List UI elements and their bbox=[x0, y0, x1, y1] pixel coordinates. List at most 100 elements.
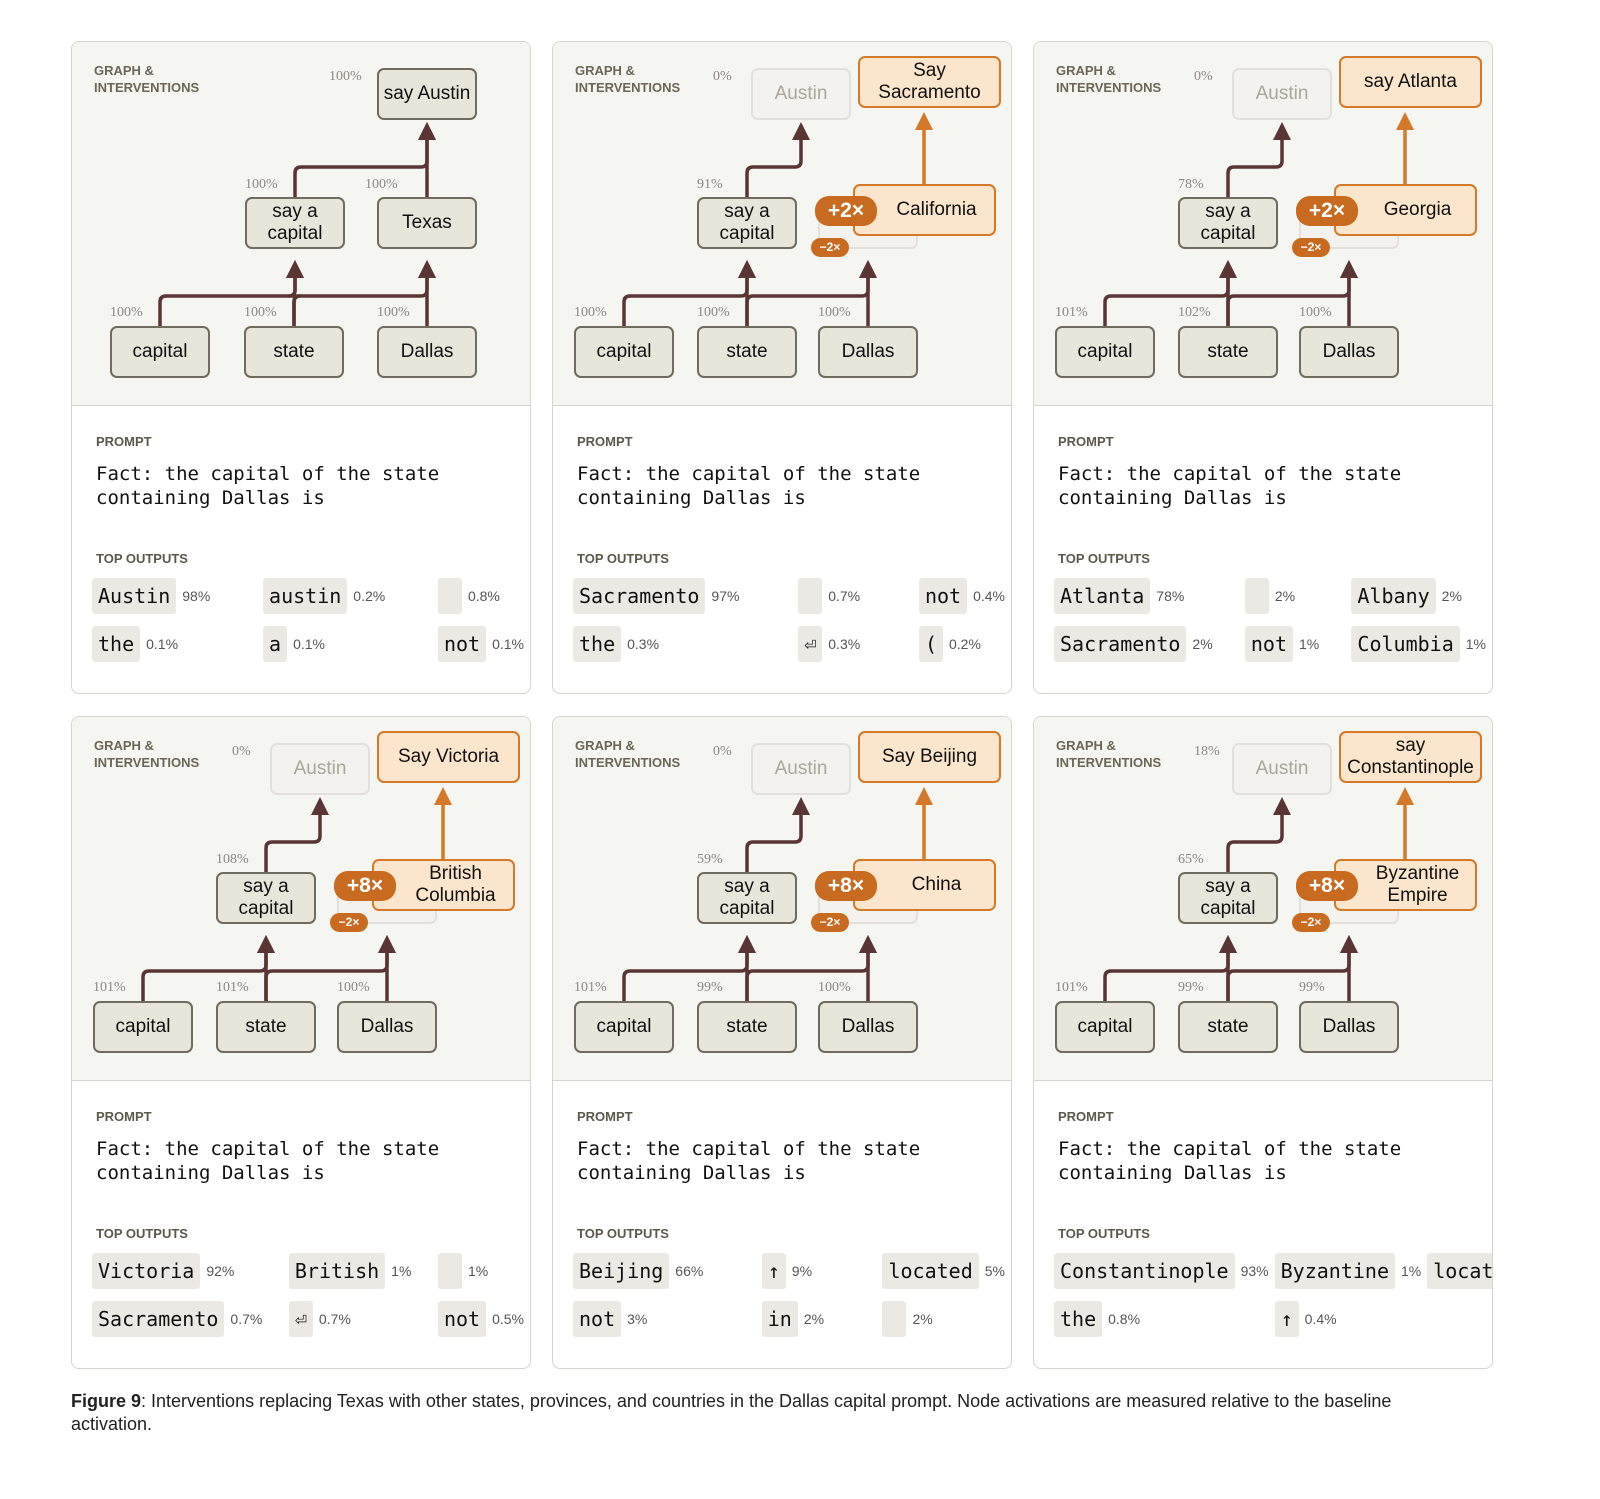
output-probability: 9% bbox=[791, 1263, 813, 1279]
output-probability: 66% bbox=[675, 1263, 704, 1279]
output-probability: 2% bbox=[1192, 636, 1213, 652]
edges bbox=[622, 112, 933, 326]
output-token: Sacramento bbox=[1054, 626, 1187, 662]
say-a-capital-pct: 78% bbox=[1178, 177, 1204, 192]
output-token: Austin bbox=[92, 578, 177, 614]
prompt-text: Fact: the capital of the state containin… bbox=[1058, 463, 1402, 509]
mid-node-pct: 100% bbox=[365, 177, 398, 192]
top-outputs-label: TOP OUTPUTS bbox=[96, 551, 188, 566]
figure-caption: Figure 9: Interventions replacing Texas … bbox=[71, 1390, 1471, 1436]
prompt-label: PROMPT bbox=[1058, 1109, 1114, 1124]
output-token: Albany bbox=[1351, 578, 1436, 614]
output-probability: 0.1% bbox=[293, 636, 325, 652]
edges bbox=[141, 787, 452, 1001]
arrowhead-icon bbox=[1396, 787, 1414, 805]
say-a-capital-pct: 108% bbox=[216, 852, 249, 867]
arrowhead-icon bbox=[1396, 112, 1414, 130]
output-item: 0.8% bbox=[437, 578, 524, 614]
output-probability: 0.1% bbox=[492, 636, 524, 652]
input-node-pct: 101% bbox=[93, 980, 126, 995]
output-token: not bbox=[918, 578, 968, 614]
output-probability: 0.1% bbox=[146, 636, 179, 652]
output-item: Columbia 1% bbox=[1351, 626, 1486, 662]
input-node-pct: 99% bbox=[1178, 980, 1204, 995]
output-probability: 3% bbox=[627, 1311, 648, 1327]
top-node-intervened: Say Victoria bbox=[377, 731, 520, 783]
prompt-label: PROMPT bbox=[96, 434, 152, 449]
edges bbox=[622, 787, 933, 1001]
suppress-badge: −2× bbox=[811, 238, 849, 257]
arrowhead-icon bbox=[418, 260, 436, 278]
input-node-state: state bbox=[244, 326, 344, 378]
output-item: ⏎0.3% bbox=[798, 626, 860, 662]
arrowhead-icon bbox=[915, 112, 933, 130]
arrowhead-icon bbox=[792, 122, 810, 140]
input-node-pct: 100% bbox=[818, 305, 851, 320]
output-item: the 0.8% bbox=[1054, 1301, 1269, 1337]
prompt-text: Fact: the capital of the state containin… bbox=[577, 1138, 921, 1184]
arrowhead-icon bbox=[859, 935, 877, 953]
top-node-intervened: say Constantinople bbox=[1339, 731, 1482, 783]
top-node: say Austin bbox=[377, 68, 477, 120]
output-token: Columbia bbox=[1351, 626, 1460, 662]
input-node-capital: capital bbox=[93, 1001, 193, 1053]
output-probability: 2% bbox=[803, 1311, 825, 1327]
output-token: Sacramento bbox=[92, 1301, 225, 1337]
input-node-state: state bbox=[1178, 1001, 1278, 1053]
input-node-pct: 99% bbox=[697, 980, 723, 995]
input-node-capital: capital bbox=[110, 326, 210, 378]
top-node-intervened: Say Sacramento bbox=[858, 56, 1001, 108]
top-outputs: Constantinople93%Byzantine1%located1%the… bbox=[1054, 1253, 1492, 1337]
output-token: British bbox=[288, 1253, 386, 1289]
output-probability: 0.8% bbox=[1108, 1311, 1141, 1327]
output-token: ⏎ bbox=[798, 626, 823, 662]
output-probability: 0.3% bbox=[627, 636, 660, 652]
output-item: 2% bbox=[1244, 578, 1319, 614]
output-token: in bbox=[761, 1301, 798, 1337]
input-node-capital: capital bbox=[1055, 1001, 1155, 1053]
output-token bbox=[882, 1301, 907, 1337]
say-a-capital-pct: 91% bbox=[697, 177, 723, 192]
output-token: ↑ bbox=[761, 1253, 786, 1289]
output-token: not bbox=[1244, 626, 1293, 662]
say-a-capital-node: say a capital bbox=[216, 872, 316, 924]
say-a-capital-node: say a capital bbox=[1178, 197, 1278, 249]
arrowhead-icon bbox=[378, 935, 396, 953]
say-a-capital-pct: 59% bbox=[697, 852, 723, 867]
edge-capital-to-say-a-capital bbox=[1103, 949, 1230, 1001]
edges bbox=[158, 122, 436, 326]
output-item: (0.2% bbox=[918, 626, 1005, 662]
output-token: the bbox=[1054, 1301, 1103, 1337]
edges bbox=[1103, 787, 1414, 1001]
top-node-intervened: Say Beijing bbox=[858, 731, 1001, 783]
say-a-capital-node: say a capital bbox=[245, 197, 345, 249]
edge-capital-to-say-a-capital bbox=[622, 949, 749, 1001]
arrowhead-icon bbox=[1273, 122, 1291, 140]
edge-say-a-capital-to-top bbox=[1226, 136, 1284, 197]
prompt-label: PROMPT bbox=[96, 1109, 152, 1124]
top-outputs-label: TOP OUTPUTS bbox=[577, 551, 669, 566]
output-probability: 5% bbox=[984, 1263, 1005, 1279]
input-node-pct: 100% bbox=[244, 305, 277, 320]
top-outputs-label: TOP OUTPUTS bbox=[1058, 1226, 1150, 1241]
graph-label: GRAPH & INTERVENTIONS bbox=[1056, 63, 1162, 95]
input-node-pct: 102% bbox=[1178, 305, 1211, 320]
input-node-state: state bbox=[1178, 326, 1278, 378]
top-outputs-label: TOP OUTPUTS bbox=[1058, 551, 1150, 566]
edge-say-a-capital-to-top bbox=[745, 136, 803, 197]
mid-node: Texas bbox=[377, 197, 477, 249]
output-probability: 1% bbox=[1465, 636, 1486, 652]
graph-label: GRAPH & INTERVENTIONS bbox=[1056, 738, 1162, 770]
top-outputs-label: TOP OUTPUTS bbox=[577, 1226, 669, 1241]
output-probability: 0.5% bbox=[492, 1311, 524, 1327]
arrowhead-icon bbox=[1340, 260, 1358, 278]
arrowhead-icon bbox=[915, 787, 933, 805]
